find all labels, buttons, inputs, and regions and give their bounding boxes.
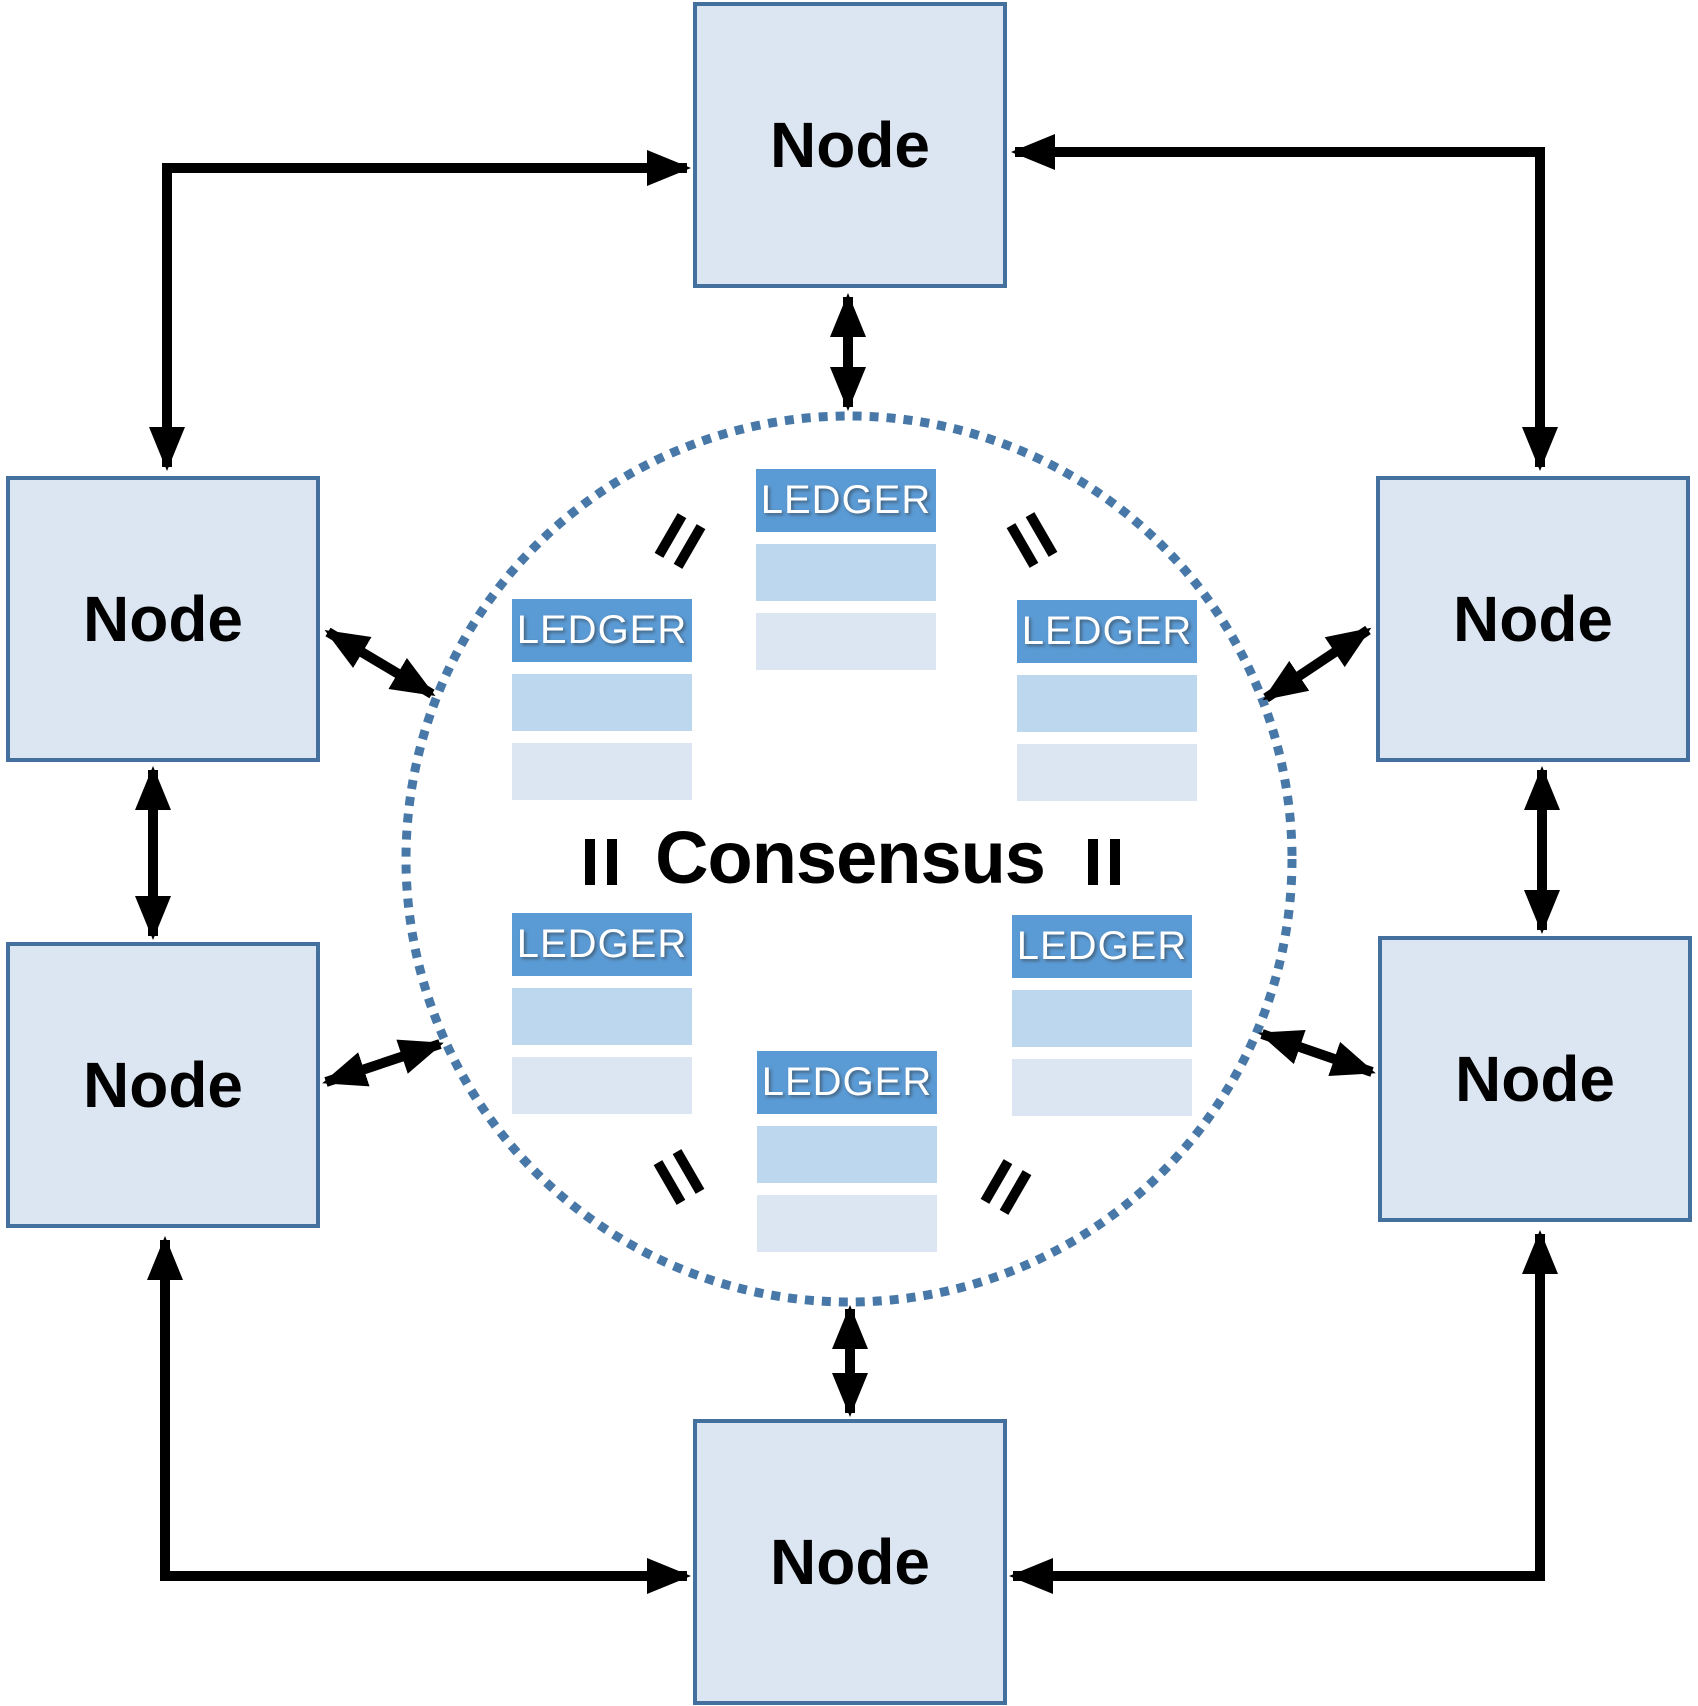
arrow-lower-right-node-bottom-node xyxy=(1009,1230,1558,1594)
consensus-title: Consensus xyxy=(655,816,1046,899)
ledger-mid-left: LEDGER xyxy=(512,599,692,800)
equals-bar xyxy=(1110,839,1120,885)
node-label: Node xyxy=(83,583,243,655)
node-label: Node xyxy=(770,109,930,181)
arrow-top-node-upper-left-node xyxy=(149,150,691,471)
node-label: Node xyxy=(83,1049,243,1121)
node-box-upper-right: Node xyxy=(1376,476,1690,762)
node-label: Node xyxy=(1455,1043,1615,1115)
ledger-row xyxy=(512,743,692,800)
ledger-row xyxy=(1017,744,1197,801)
ledger-row xyxy=(757,1126,937,1183)
consensus-circle xyxy=(401,411,1297,1307)
ledger-header: LEDGER xyxy=(756,469,936,532)
ledger-low-left: LEDGER xyxy=(512,913,692,1114)
node-box-top: Node xyxy=(693,2,1007,288)
arrow-upper-right-node-circle xyxy=(1262,625,1372,703)
node-box-bottom: Node xyxy=(693,1419,1007,1705)
ledger-header: LEDGER xyxy=(1017,600,1197,663)
node-label: Node xyxy=(770,1526,930,1598)
ledger-header: LEDGER xyxy=(1012,915,1192,978)
arrow-lower-left-node-circle xyxy=(322,1039,444,1087)
ledger-row xyxy=(512,674,692,731)
ledger-header: LEDGER xyxy=(512,913,692,976)
ledger-row xyxy=(757,1195,937,1252)
ledger-mid-right: LEDGER xyxy=(1017,600,1197,801)
ledger-row xyxy=(756,613,936,670)
arrow-upper-left-node-circle xyxy=(324,627,436,699)
arrow-lower-right-node-circle xyxy=(1258,1029,1376,1077)
ledger-row xyxy=(512,988,692,1045)
node-box-lower-right: Node xyxy=(1378,936,1692,1222)
ledger-header: LEDGER xyxy=(757,1051,937,1114)
node-label: Node xyxy=(1453,583,1613,655)
ledger-top-center: LEDGER xyxy=(756,469,936,670)
ledger-row xyxy=(1012,990,1192,1047)
ledger-row xyxy=(1012,1059,1192,1116)
ledger-bottom-center: LEDGER xyxy=(757,1051,937,1252)
arrow-top-node-upper-right-node xyxy=(1011,134,1558,471)
equals-bar xyxy=(585,839,595,885)
ledger-low-right: LEDGER xyxy=(1012,915,1192,1116)
arrow-lower-left-node-bottom-node xyxy=(147,1236,691,1594)
ledger-row xyxy=(1017,675,1197,732)
node-box-upper-left: Node xyxy=(6,476,320,762)
ledger-row xyxy=(512,1057,692,1114)
node-box-lower-left: Node xyxy=(6,942,320,1228)
ledger-header: LEDGER xyxy=(512,599,692,662)
ledger-row xyxy=(756,544,936,601)
